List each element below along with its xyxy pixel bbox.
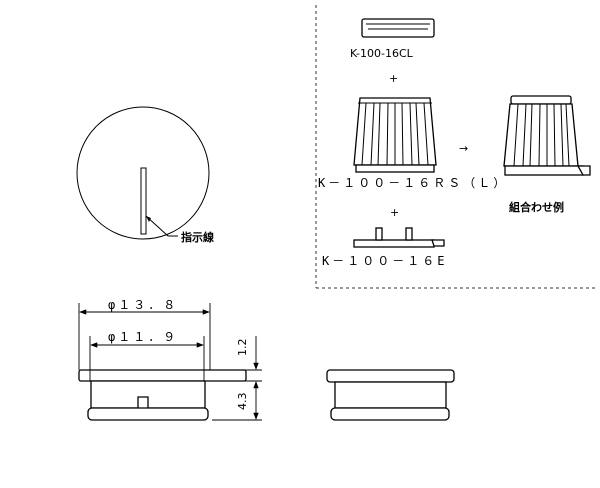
cap-cl-drawing [361, 18, 435, 38]
plus-sign-1: + [389, 72, 398, 85]
combo-example-drawing [503, 95, 591, 176]
part-cl-label: K-100-16CL [350, 47, 414, 60]
combine-arrow: → [459, 142, 468, 155]
cap-side-view [78, 369, 247, 421]
part-e-label: K－１００－１６E [322, 254, 447, 268]
outer-dia-label: φ１３．８ [108, 298, 178, 312]
dim-inner-diameter [89, 336, 205, 381]
indicator-line-label: 指示線 [181, 230, 214, 244]
knob-top-view [76, 106, 210, 240]
inner-dia-label: φ１１．９ [108, 330, 178, 344]
assembled-side-view [326, 369, 455, 421]
part-rs-label: K－１００－１６ＲＳ（Ｌ） [318, 176, 508, 190]
dim-heights [212, 336, 262, 421]
height-top-label: 1.2 [236, 339, 249, 357]
section-divider [315, 5, 598, 289]
combo-example-label: 組合わせ例 [509, 200, 564, 214]
base-e-drawing [353, 227, 445, 248]
plus-sign-2: + [390, 206, 399, 219]
dim-outer-diameter [78, 303, 211, 370]
height-body-label: 4.3 [236, 393, 249, 411]
knob-rs-drawing [353, 97, 437, 173]
